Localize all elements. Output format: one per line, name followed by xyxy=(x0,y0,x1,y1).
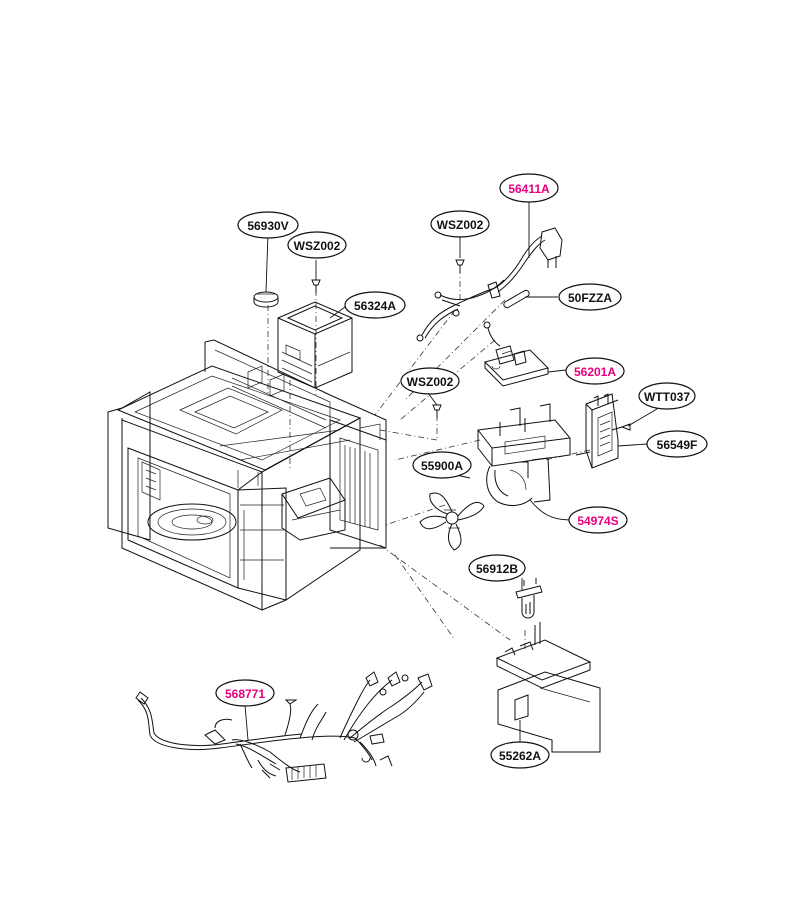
part-number: WSZ002 xyxy=(294,239,341,253)
callout-56930V: 56930V xyxy=(237,211,299,239)
leader-lines xyxy=(244,202,663,743)
callout-55900A: 55900A xyxy=(412,451,472,479)
fan-bracket-part xyxy=(477,403,571,506)
part-number: 56912B xyxy=(476,562,518,576)
screw-icon xyxy=(455,259,465,273)
callout-56549F: 56549F xyxy=(646,430,708,458)
callout-WSZ002-transformer: WSZ002 xyxy=(287,231,347,259)
callout-56201A: 56201A xyxy=(565,357,625,385)
fuse-part xyxy=(503,289,530,309)
part-number: 55900A xyxy=(421,459,463,473)
callout-WSZ002-cord: WSZ002 xyxy=(430,210,490,238)
part-number: WTT037 xyxy=(644,390,690,404)
screw-icon xyxy=(311,279,321,293)
power-cord-part xyxy=(416,227,563,342)
oven-cavity-chassis xyxy=(107,339,387,611)
lamp-part xyxy=(515,578,543,619)
part-number: 56411A xyxy=(508,182,550,196)
part-number: 56201A xyxy=(574,365,616,379)
part-number: 568771 xyxy=(225,687,265,701)
part-number: 56549F xyxy=(657,438,698,452)
thermostat-part xyxy=(253,291,279,308)
callout-56411A: 56411A xyxy=(499,173,559,203)
part-number: WSZ002 xyxy=(437,218,484,232)
part-number: 54974S xyxy=(577,514,618,528)
part-callouts: 56411A WSZ002 56930V WSZ002 56324A 50FZZ… xyxy=(215,173,708,769)
fan-blade-part xyxy=(419,492,485,551)
part-number: 50FZZA xyxy=(568,291,612,305)
wire-harness-part xyxy=(135,671,433,783)
callout-WSZ002-chassis: WSZ002 xyxy=(400,367,460,395)
part-number: 55262A xyxy=(499,749,541,763)
part-number: WSZ002 xyxy=(407,375,454,389)
lamp-bracket-part xyxy=(495,622,601,753)
fan-motor-part xyxy=(575,393,619,469)
part-number: 56324A xyxy=(354,299,396,313)
callout-56912B: 56912B xyxy=(468,554,526,582)
callout-568771: 568771 xyxy=(215,679,275,707)
callout-50FZZA: 50FZZA xyxy=(558,283,622,311)
screw-icon xyxy=(432,404,442,418)
part-number: 56930V xyxy=(247,219,288,233)
screw-icon xyxy=(611,423,631,431)
callout-56324A: 56324A xyxy=(344,291,406,319)
callout-WTT037: WTT037 xyxy=(638,382,696,410)
callout-54974S: 54974S xyxy=(568,506,628,534)
callout-55262A: 55262A xyxy=(490,741,550,769)
transformer-part xyxy=(277,301,353,389)
noise-filter-board-part xyxy=(483,321,549,387)
